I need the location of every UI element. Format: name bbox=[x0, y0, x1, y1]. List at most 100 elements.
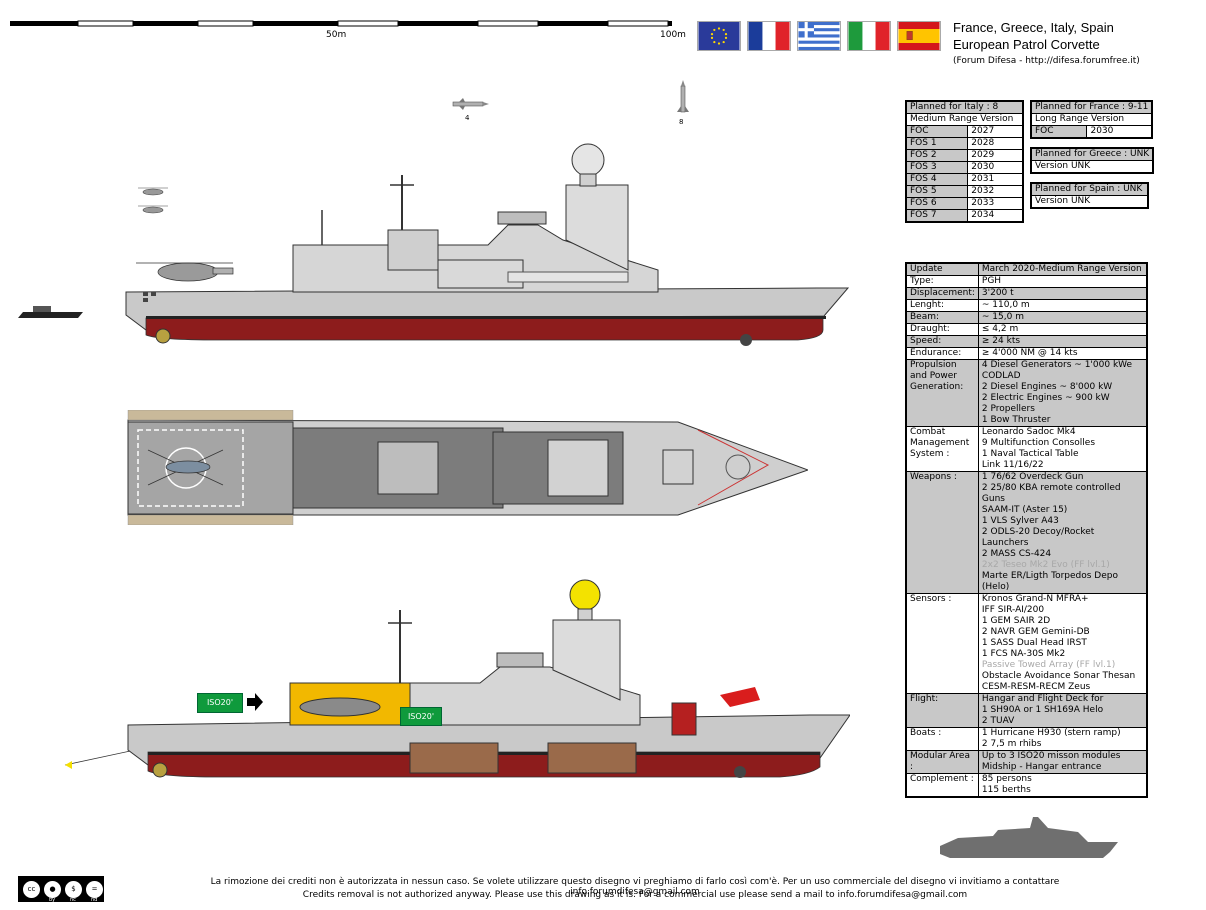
spec-row: Combat Management System :Leonardo Sadoc… bbox=[905, 426, 1148, 472]
spec-value-line: 2x2 Teseo Mk2 Evo (FF lvl.1) bbox=[981, 560, 1110, 570]
italy-row-label: FOS 7 bbox=[905, 209, 969, 223]
spec-row: Displacement:3'200 t bbox=[905, 287, 1148, 300]
spec-label: Beam: bbox=[905, 311, 979, 324]
spec-value-line: 9 Multifunction Consolles bbox=[981, 438, 1096, 448]
france-flag bbox=[747, 21, 791, 51]
spec-row: Sensors :Kronos Grand-N MFRA+IFF SIR-AI/… bbox=[905, 593, 1148, 694]
nc-icon: $ bbox=[64, 880, 83, 899]
spec-label: Propulsion and Power Generation: bbox=[905, 359, 979, 427]
arrow-right-icon bbox=[247, 693, 263, 711]
footer-italian: La rimozione dei crediti non è autorizza… bbox=[210, 877, 1060, 897]
spec-value-line: ~ 15,0 m bbox=[981, 312, 1024, 322]
italy-flag bbox=[847, 21, 891, 51]
spec-value: March 2020-Medium Range Version bbox=[977, 262, 1148, 276]
ship-side-profile bbox=[18, 143, 850, 346]
footer-english: Credits removal is not authorized anyway… bbox=[302, 890, 968, 900]
spec-label: Draught: bbox=[905, 323, 979, 336]
spec-value: ≥ 4'000 NM @ 14 kts bbox=[977, 347, 1148, 360]
spec-value-line: 2 NAVR GEM Gemini-DB bbox=[981, 627, 1090, 637]
helicopter-icon bbox=[136, 262, 234, 282]
spec-row: Propulsion and Power Generation:4 Diesel… bbox=[905, 359, 1148, 427]
spec-value-line: ≥ 24 kts bbox=[981, 336, 1021, 346]
italy-row-year: 2027 bbox=[967, 125, 1024, 138]
spec-value-line: 1 VLS Sylver A43 bbox=[981, 516, 1059, 526]
france-plan-title: Planned for France : 9-11 bbox=[1030, 100, 1153, 114]
spain-plan-title: Planned for Spain : UNK bbox=[1030, 182, 1149, 196]
spec-value-line: PGH bbox=[981, 276, 1002, 286]
spec-value-line: 2 Electric Engines ~ 900 kW bbox=[981, 393, 1110, 403]
france-row-label: FOC bbox=[1030, 125, 1088, 139]
spec-value-line: ≥ 4'000 NM @ 14 kts bbox=[981, 348, 1078, 358]
spec-value: ~ 15,0 m bbox=[977, 311, 1148, 324]
spain-plan-version: Version UNK bbox=[1030, 195, 1149, 209]
spec-value-line: 3'200 t bbox=[981, 288, 1014, 298]
spec-label: Modular Area : bbox=[905, 750, 979, 774]
spec-value-line: 2 Propellers bbox=[981, 404, 1035, 414]
italy-row-label: FOC bbox=[905, 125, 969, 138]
iso20-module-label: ISO20' bbox=[197, 693, 243, 713]
header-countries: France, Greece, Italy, Spain bbox=[953, 20, 1114, 35]
italy-row-label: FOS 2 bbox=[905, 149, 969, 162]
spec-label: Update bbox=[905, 262, 979, 276]
helicopter-top-icon bbox=[147, 449, 224, 486]
spec-value-line: Kronos Grand-N MFRA+ bbox=[981, 594, 1089, 604]
italy-row-year: 2032 bbox=[967, 185, 1024, 198]
spec-value-line: 1 SASS Dual Head IRST bbox=[981, 638, 1087, 648]
tuav-icon bbox=[138, 187, 168, 214]
france-plan-version: Long Range Version bbox=[1030, 113, 1153, 126]
header-credit: (Forum Difesa - http://difesa.forumfree.… bbox=[953, 56, 1140, 66]
greece-plan-title: Planned for Greece : UNK bbox=[1030, 147, 1154, 161]
spec-value-line: SAAM-IT (Aster 15) bbox=[981, 505, 1068, 515]
spec-row: Draught:≤ 4,2 m bbox=[905, 323, 1148, 336]
spec-value-line: 2 25/80 KBA remote controlled Guns bbox=[981, 483, 1121, 504]
spain-flag bbox=[897, 21, 941, 51]
scale-bar bbox=[10, 20, 672, 27]
ship-cutaway-profile bbox=[64, 579, 850, 778]
spec-value-line: 115 berths bbox=[981, 785, 1031, 795]
greece-plan-version: Version UNK bbox=[1030, 160, 1154, 174]
spec-value-line: IFF SIR-AI/200 bbox=[981, 605, 1045, 615]
spec-value-line: 1 Naval Tactical Table bbox=[981, 449, 1079, 459]
spain-plan-table: Planned for Spain : UNK Version UNK bbox=[1030, 182, 1149, 209]
italy-plan-table: Planned for Italy : 8 Medium Range Versi… bbox=[905, 100, 1024, 223]
spec-value-line: Up to 3 ISO20 misson modules bbox=[981, 751, 1121, 761]
italy-row-year: 2034 bbox=[967, 209, 1024, 223]
spec-row: Boats :1 Hurricane H930 (stern ramp)2 7,… bbox=[905, 727, 1148, 751]
italy-row-year: 2033 bbox=[967, 197, 1024, 210]
spec-value-line: ≤ 4,2 m bbox=[981, 324, 1019, 334]
by-label: by bbox=[49, 897, 56, 903]
scale-label-50m: 50m bbox=[326, 30, 347, 40]
spec-value-line: 2 TUAV bbox=[981, 716, 1015, 726]
spec-row: Beam:~ 15,0 m bbox=[905, 311, 1148, 324]
header-title: European Patrol Corvette bbox=[953, 37, 1100, 52]
missile-count-a: 4 bbox=[465, 114, 470, 122]
spec-value: 3'200 t bbox=[977, 287, 1148, 300]
eu-flag bbox=[697, 21, 741, 51]
spec-label: Combat Management System : bbox=[905, 426, 979, 472]
italy-row-year: 2031 bbox=[967, 173, 1024, 186]
spec-value-line: 4 Diesel Generators ~ 1'000 kWe bbox=[981, 360, 1133, 370]
nd-label: nd bbox=[91, 897, 98, 903]
spec-value-line: CESM-RESM-RECM Zeus bbox=[981, 682, 1091, 692]
italy-row-label: FOS 4 bbox=[905, 173, 969, 186]
spec-value-line: 1 Hurricane H930 (stern ramp) bbox=[981, 728, 1121, 738]
spec-value-line: 2 ODLS-20 Decoy/Rocket Launchers bbox=[981, 527, 1095, 548]
spec-value-line: ~ 110,0 m bbox=[981, 300, 1030, 310]
spec-label: Lenght: bbox=[905, 299, 979, 312]
missile-count-b: 8 bbox=[679, 118, 684, 126]
spec-value-line: 1 FCS NA-30S Mk2 bbox=[981, 649, 1066, 659]
spec-value-line: March 2020-Medium Range Version bbox=[981, 264, 1142, 274]
italy-row-year: 2028 bbox=[967, 137, 1024, 150]
spec-value-line: CODLAD bbox=[981, 371, 1021, 381]
spec-value-line: 1 76/62 Overdeck Gun bbox=[981, 472, 1084, 482]
